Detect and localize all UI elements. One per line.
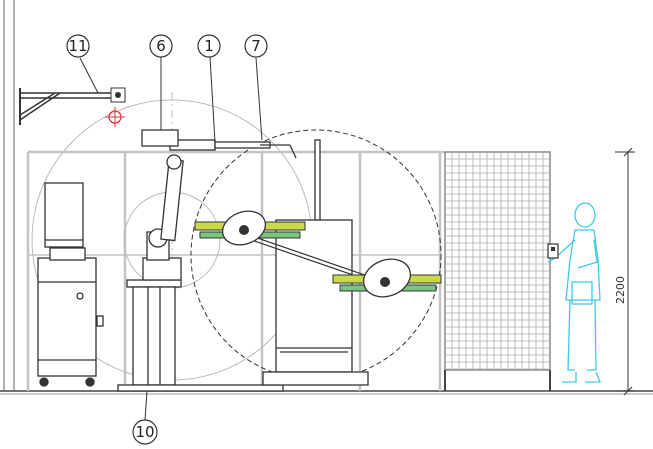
safety-fence xyxy=(444,151,551,391)
building-column xyxy=(3,0,21,391)
teach-pendant xyxy=(547,243,559,259)
svg-text:1: 1 xyxy=(204,37,214,55)
wall-bracket xyxy=(19,92,112,121)
robot-arm xyxy=(141,129,297,281)
callout-7: 7 xyxy=(244,34,268,58)
svg-text:10: 10 xyxy=(135,423,154,441)
svg-text:11: 11 xyxy=(68,37,87,55)
operator-figure xyxy=(547,202,601,383)
positioner xyxy=(239,139,386,386)
callout-1: 1 xyxy=(197,34,221,58)
height-dimension-label: 2200 xyxy=(614,276,627,304)
svg-text:6: 6 xyxy=(156,37,166,55)
height-dimension xyxy=(615,147,635,396)
floor xyxy=(0,390,653,395)
wire-feeder-hub xyxy=(110,87,126,103)
callout-leaders xyxy=(79,56,263,421)
svg-text:7: 7 xyxy=(251,37,261,55)
welding-power-source xyxy=(37,182,104,387)
guard-frame xyxy=(26,150,445,391)
fixture-upper xyxy=(194,210,306,246)
robot-pedestal xyxy=(117,279,284,392)
callout-11: 11 xyxy=(66,34,90,58)
target-marker-icon xyxy=(105,107,125,127)
callout-6: 6 xyxy=(149,34,173,58)
callout-10: 10 xyxy=(132,419,158,445)
fixture-lower xyxy=(332,258,442,298)
